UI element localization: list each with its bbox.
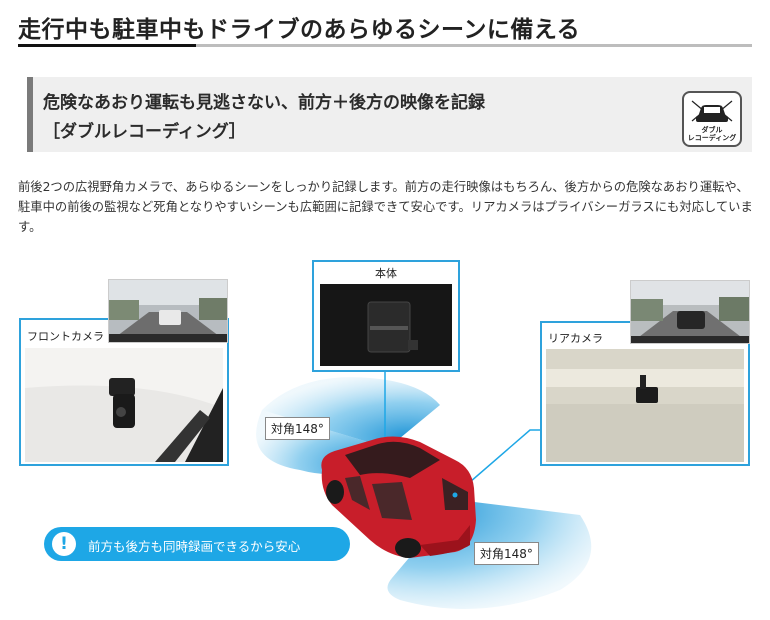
simultaneous-recording-notice: ! 前方も後方も同時録画できるから安心 bbox=[44, 527, 350, 561]
banner-headline: 危険なあおり運転も見逃さない、前方＋後方の映像を記録 bbox=[43, 93, 485, 113]
badge-label: ダブル レコーディング bbox=[687, 126, 737, 142]
title-divider bbox=[18, 44, 752, 47]
rear-angle-label: 対角148° bbox=[474, 542, 539, 565]
front-camera-label: フロントカメラ bbox=[27, 330, 104, 343]
rear-camera-label: リアカメラ bbox=[548, 332, 603, 345]
banner-subheadline: ［ダブルレコーディング］ bbox=[43, 122, 246, 142]
feature-banner: 危険なあおり運転も見逃さない、前方＋後方の映像を記録 ［ダブルレコーディング］ … bbox=[27, 77, 752, 152]
rear-camera-panel: リアカメラ bbox=[540, 321, 750, 466]
exclamation-icon: ! bbox=[52, 532, 76, 556]
front-camera-footage bbox=[108, 279, 228, 343]
page-title: 走行中も駐車中もドライブのあらゆるシーンに備える bbox=[18, 17, 581, 43]
title-divider-accent bbox=[18, 44, 196, 47]
double-recording-badge: ダブル レコーディング bbox=[682, 91, 742, 147]
front-angle-label: 対角148° bbox=[265, 417, 330, 440]
front-camera-image bbox=[25, 348, 223, 462]
main-unit-panel: 本体 bbox=[312, 260, 460, 372]
main-unit-image bbox=[320, 284, 452, 366]
notice-text: 前方も後方も同時録画できるから安心 bbox=[88, 539, 301, 554]
rear-camera-footage bbox=[630, 280, 750, 344]
double-recording-car-icon bbox=[691, 100, 733, 122]
banner-accent-bar bbox=[27, 77, 33, 152]
rear-camera-image bbox=[546, 349, 744, 462]
main-unit-label: 本体 bbox=[375, 267, 397, 280]
feature-description: 前後2つの広視野角カメラで、あらゆるシーンをしっかり記録します。前方の走行映像は… bbox=[18, 180, 753, 234]
